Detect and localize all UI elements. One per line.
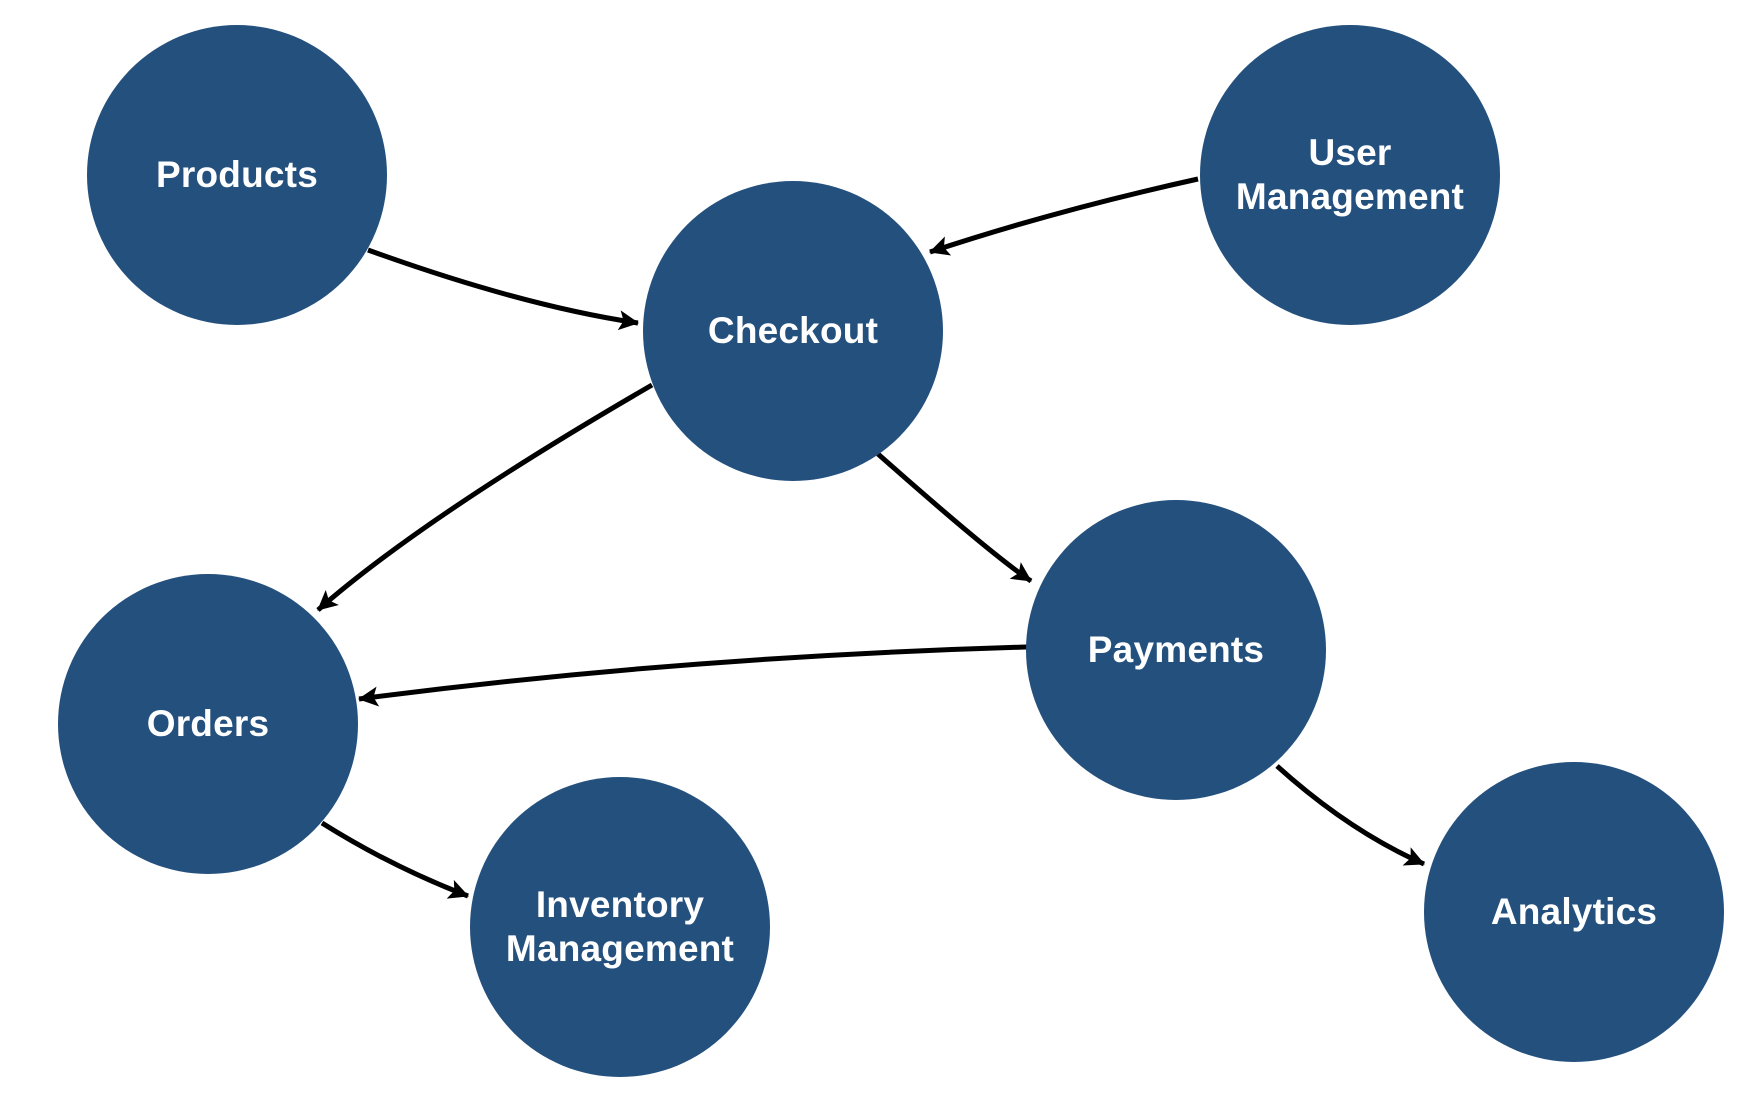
node-checkout: Checkout	[643, 181, 943, 481]
edge-user-management-to-checkout	[929, 176, 1199, 256]
node-orders: Orders	[58, 574, 358, 874]
node-label: Checkout	[707, 310, 879, 351]
node-products: Products	[87, 25, 387, 325]
edge-orders-to-inventory-management	[320, 820, 469, 899]
node-payments: Payments	[1026, 500, 1326, 800]
edge-products-to-checkout	[367, 247, 639, 331]
node-label: Payments	[1087, 629, 1265, 670]
edge-payments-to-orders	[358, 644, 1028, 707]
edge-checkout-to-payments	[876, 452, 1033, 584]
edge-checkout-to-orders	[316, 382, 654, 612]
node-label: Analytics	[1490, 891, 1658, 932]
node-label: Products	[156, 154, 318, 195]
edge-payments-to-analytics	[1275, 764, 1426, 867]
node-analytics: Analytics	[1424, 762, 1724, 1062]
node-label: Orders	[146, 703, 270, 744]
